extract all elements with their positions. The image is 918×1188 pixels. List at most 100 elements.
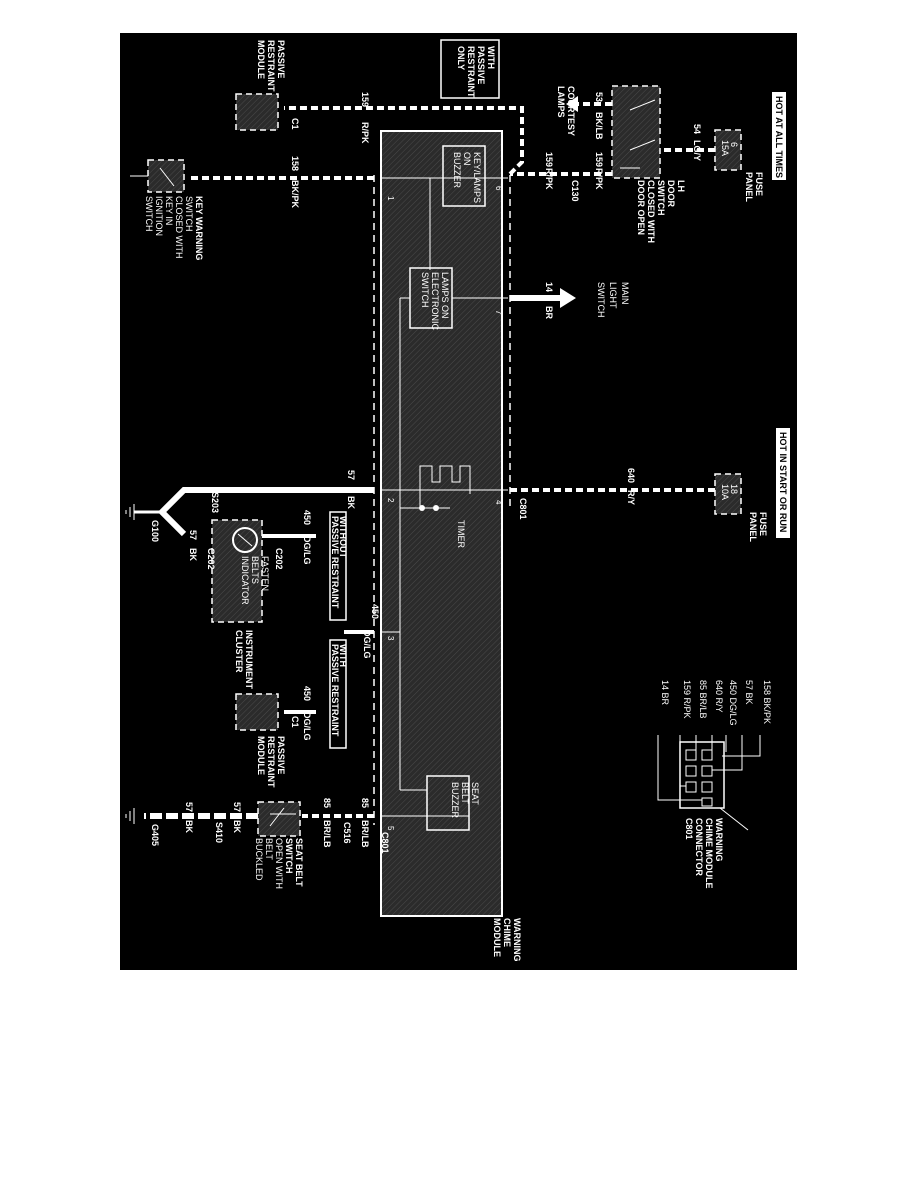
instrument-cluster-box [211, 519, 263, 623]
lamps-on-label-a: LAMPS ON [440, 272, 450, 319]
connector-title-c: CONNECTOR [694, 818, 704, 876]
passive-bottom-label-b: RESTRAINT [266, 736, 276, 788]
instrument-cluster-label-b: CLUSTER [234, 630, 244, 673]
hot-in-start-tag [776, 428, 790, 538]
c202-a-label: C202 [274, 548, 284, 570]
without-passive-box [329, 511, 347, 621]
passive-restraint-module-bottom [235, 693, 279, 731]
connector-legend [657, 735, 761, 831]
wire-450c-number: 450 [302, 686, 312, 701]
wire-450b-number: 450 [370, 604, 380, 619]
with-passive-only-b: PASSIVE [476, 46, 486, 84]
lh-door-switch-box [611, 85, 661, 179]
c202-b-label: C202 [206, 548, 216, 570]
main-light-label-a: MAIN [620, 282, 630, 305]
wire-54-color: LG/Y [692, 140, 702, 161]
c1-top-label: C1 [290, 118, 300, 130]
ground-g100-symbol [125, 504, 135, 520]
seat-belt-switch-label-e: BUCKLED [254, 838, 264, 881]
wire-85a-number: 85 [360, 798, 370, 808]
courtesy-lamps-label-b: LAMPS [556, 86, 566, 118]
wire-640-number: 640 [626, 468, 636, 483]
wire-450a-color: DG/LG [302, 536, 312, 565]
wire-450a-number: 450 [302, 510, 312, 525]
fuse-2-rating: 10A [720, 484, 730, 500]
wire-158-color: BK/PK [290, 180, 300, 209]
seat-belt-buzzer-label-a: SEAT [470, 782, 480, 805]
c801-top-label: C801 [518, 498, 528, 520]
timer-symbol [400, 465, 471, 511]
pin-7: 7 [494, 310, 503, 315]
wire-14-number: 14 [544, 282, 554, 292]
seat-belt-switch-label-d: BELT [264, 838, 274, 860]
timer-label: TIMER [456, 520, 466, 548]
lh-door-label-a: LH [676, 180, 686, 192]
wire-159-module-color: R/PK [544, 168, 554, 190]
ground-g405-symbol [125, 808, 135, 824]
wire-57b-color: BK [188, 548, 198, 561]
legend-entry-3: 450 DG/LG [728, 680, 738, 726]
g405-label: G405 [150, 824, 160, 846]
with-passive-a: WITH [338, 644, 348, 667]
seat-belt-switch-label-c: OPEN WITH [274, 838, 284, 889]
wire-640-color: R/Y [626, 490, 636, 505]
wire-85b-number: 85 [322, 798, 332, 808]
c1-bottom-label: C1 [290, 716, 300, 728]
key-warning-label-d: KEY IN [164, 196, 174, 225]
hot-at-all-times-tag [772, 92, 786, 180]
key-warning-label-e: IGNITION [154, 196, 164, 236]
wire-53-number: 53 [594, 92, 604, 102]
main-light-arrow [560, 288, 576, 308]
internal-wiring [380, 177, 508, 817]
c801-bottom-label: C801 [380, 832, 390, 854]
wire-159-passive [284, 106, 524, 176]
s203-label: S203 [210, 492, 220, 513]
wire-450c-color: DG/LG [302, 712, 312, 741]
connector-title-d: C801 [684, 818, 694, 840]
pin-1: 1 [386, 196, 395, 201]
hot-in-start-label: HOT IN START OR RUN [778, 432, 788, 532]
wire-54-number: 54 [692, 124, 702, 134]
courtesy-lamps-label-a: COURTESY [566, 86, 576, 136]
fuse-panel-2-label-a: FUSE [758, 512, 768, 536]
fuse-2-number: 18 [729, 484, 739, 494]
wire-57a-number: 57 [346, 470, 356, 480]
seat-belt-switch-box [257, 801, 301, 837]
with-passive-only-d: ONLY [456, 46, 466, 70]
wire-450b-color: DG/LG [362, 630, 372, 659]
pin-6: 6 [494, 186, 503, 191]
wire-57c-color: BK [232, 820, 242, 833]
fuse-panel-1-label-a: FUSE [754, 172, 764, 196]
wire-57d-number: 57 [184, 802, 194, 812]
legend-entry-6: 159 R/PK [682, 680, 692, 719]
wire-85a-color: BR/LB [360, 820, 370, 848]
c516-label: C516 [342, 822, 352, 844]
wire-85b-color: BR/LB [322, 820, 332, 848]
lh-door-label-b: DOOR [666, 180, 676, 208]
legend-entry-5: 85 BR/LB [698, 680, 708, 719]
key-warning-label-c: CLOSED WITH [174, 196, 184, 259]
wire-159-module-number: 159 [544, 152, 554, 167]
warning-chime-module-body [380, 130, 503, 917]
fuse-panel-2-label-b: PANEL [748, 512, 758, 542]
fuse-1-rating: 15A [720, 140, 730, 156]
wire-53-color: BK/LB [594, 112, 604, 140]
key-lamps-label-c: BUZZER [452, 152, 462, 189]
warning-chime-label-a: WARNING [512, 918, 522, 962]
key-warning-label-a: KEY WARNING [194, 196, 204, 260]
passive-restraint-module-top [235, 93, 279, 131]
wire-159-passive-number: 159 [360, 92, 370, 107]
with-passive-box [329, 639, 347, 749]
with-passive-b: PASSIVE RESTRAINT [330, 644, 340, 737]
lamps-on-label-b: ELECTRONIC [430, 272, 440, 331]
passive-top-label-a: PASSIVE [276, 40, 286, 78]
legend-entry-1: 158 BK/PK [762, 680, 772, 724]
lh-door-label-e: DOOR OPEN [636, 180, 646, 235]
wire-57d-color: BK [184, 820, 194, 833]
pin-3: 3 [386, 636, 395, 641]
key-lamps-label-b: ON [462, 152, 472, 166]
passive-bottom-label-a: PASSIVE [276, 736, 286, 774]
wire-159-door-number: 159 [594, 152, 604, 167]
fuse-panel-2-box [714, 473, 742, 515]
